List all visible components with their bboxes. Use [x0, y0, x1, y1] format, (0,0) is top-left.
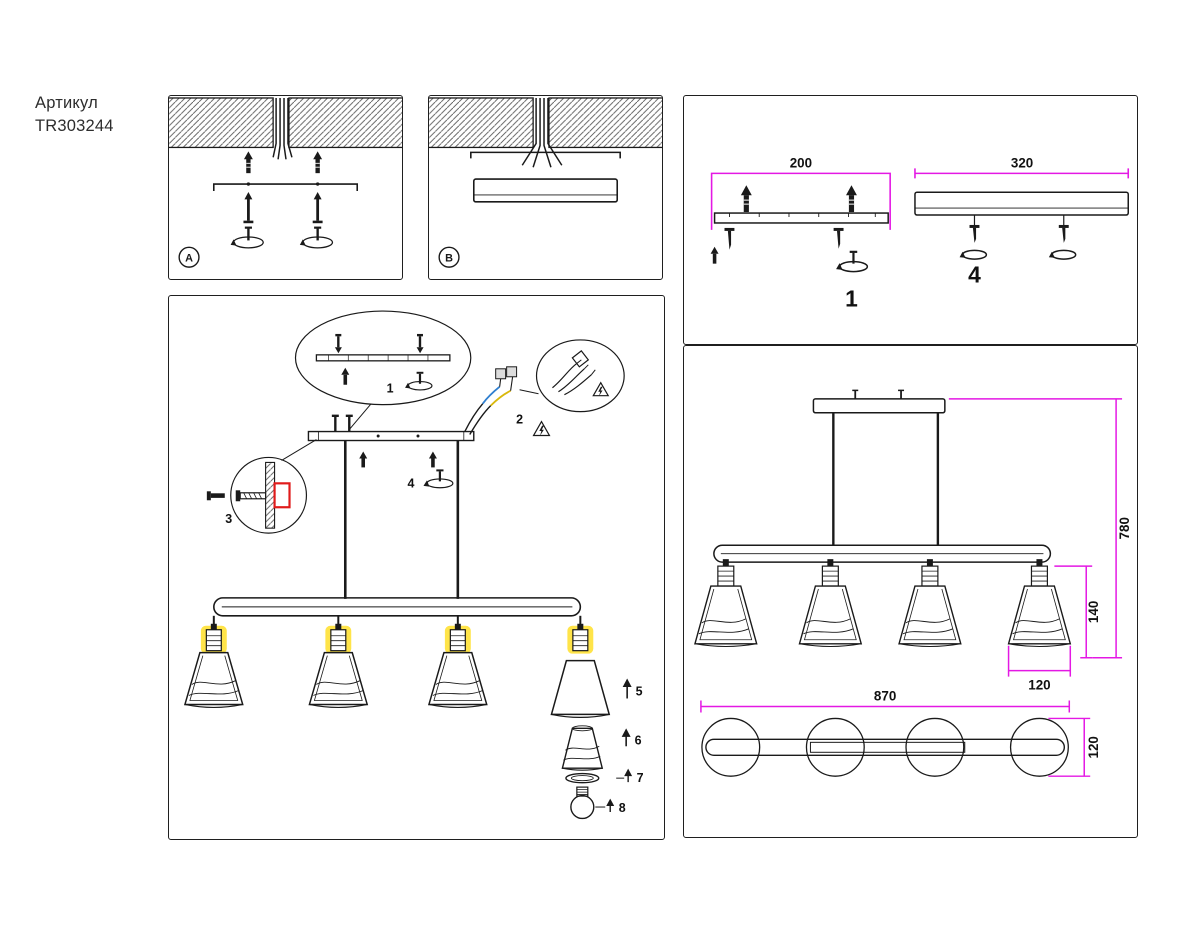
lamp-unit: [308, 615, 369, 709]
rotate-icon: [836, 250, 869, 273]
part1-number: 1: [845, 285, 858, 311]
step-b-badge: B: [438, 246, 460, 268]
front-dimension-lines: [948, 398, 1123, 677]
dim-overall-width: 870: [874, 689, 896, 704]
part4-number: 4: [968, 261, 981, 287]
mounting-bracket-assembly: [307, 366, 518, 468]
detail-balloon-bracket: 1: [294, 310, 472, 430]
lamp-unit: [183, 615, 244, 709]
part-7-label: 7: [637, 771, 644, 785]
dim-shade-height: 140: [1086, 601, 1101, 623]
bulb-icon: [570, 786, 595, 820]
rotate-icon: [405, 371, 433, 391]
part-5-label: 5: [636, 684, 643, 698]
shade-outline: [550, 659, 611, 716]
suspension-rods: [343, 440, 460, 599]
lamp-unit: [427, 615, 488, 709]
plug-icons-bottom: [359, 451, 437, 468]
part4-dim-value: 320: [1011, 155, 1033, 170]
dim-shade-width: 120: [1028, 678, 1050, 693]
grub-screw-icon: [206, 491, 225, 501]
cable-bundle: [521, 97, 563, 168]
highlight-box: [273, 482, 291, 509]
terminal-block: [495, 368, 507, 380]
panel-parts: 200: [683, 95, 1138, 345]
lamp-unit-exploded: [550, 615, 611, 820]
panel-assembly: 1: [168, 295, 665, 840]
glass-cone: [561, 725, 604, 771]
step-a-badge: A: [178, 246, 200, 268]
mounting-bracket: [212, 182, 359, 191]
part-2-label: 2: [516, 413, 523, 427]
mounted-bracket: [470, 151, 621, 159]
part-6-label: 6: [635, 733, 642, 747]
panel-step-b: B: [428, 95, 663, 280]
warning-icon-main: [532, 420, 551, 437]
article-label: Артикул: [35, 94, 98, 112]
part-3-label: 3: [225, 512, 232, 526]
panel-step-a: A: [168, 95, 403, 280]
warning-icon: [592, 381, 610, 397]
screw-icon-right: [833, 227, 844, 249]
article-block: Артикул TR303244: [35, 92, 114, 138]
panel-dimensions: 780 140 120 870 120: [683, 345, 1138, 838]
canopy: [472, 178, 619, 203]
screw-icons: [969, 224, 1069, 243]
screw-icon-left: [724, 227, 735, 250]
ceiling-hatch: [429, 97, 662, 149]
article-code: TR303244: [35, 117, 114, 136]
screw-icons: [243, 191, 323, 224]
ring: [565, 772, 600, 784]
part-8-label: 8: [619, 801, 626, 815]
plug-icon-left: [710, 246, 719, 264]
top-dimension-lines: [700, 700, 1091, 777]
exploded-labels: [595, 678, 633, 813]
part-1-label: 1: [387, 382, 394, 396]
part4-dimension: [914, 168, 1130, 179]
rotate-icons: [230, 226, 334, 249]
anchor-plug-icon: [341, 367, 350, 385]
rotate-icon-4: [423, 469, 454, 489]
rotate-icons: [959, 249, 1077, 260]
cable-bundle: [272, 97, 293, 160]
part-4-label: 4: [408, 476, 415, 490]
anchor-plug-icons: [740, 185, 857, 213]
part1-dim-value: 200: [790, 155, 812, 170]
anchor-plug-icons: [243, 151, 323, 174]
part1-dimension: [710, 172, 891, 230]
detail-circle-fixing: [230, 439, 317, 534]
dim-height: 780: [1117, 517, 1132, 539]
step-b-label: B: [445, 253, 453, 265]
front-view: [694, 389, 1072, 648]
step-a-label: A: [185, 253, 193, 265]
dim-depth: 120: [1086, 736, 1101, 758]
frame-bar: [213, 597, 582, 617]
detail-balloon-wires: [519, 339, 625, 413]
part1-drawing: [710, 185, 889, 273]
screw-icons-top: [331, 414, 353, 432]
ceiling-hatch: [169, 97, 402, 149]
top-view: [701, 717, 1069, 777]
part4-drawing: [914, 191, 1129, 260]
screw-down-icons: [334, 333, 424, 354]
